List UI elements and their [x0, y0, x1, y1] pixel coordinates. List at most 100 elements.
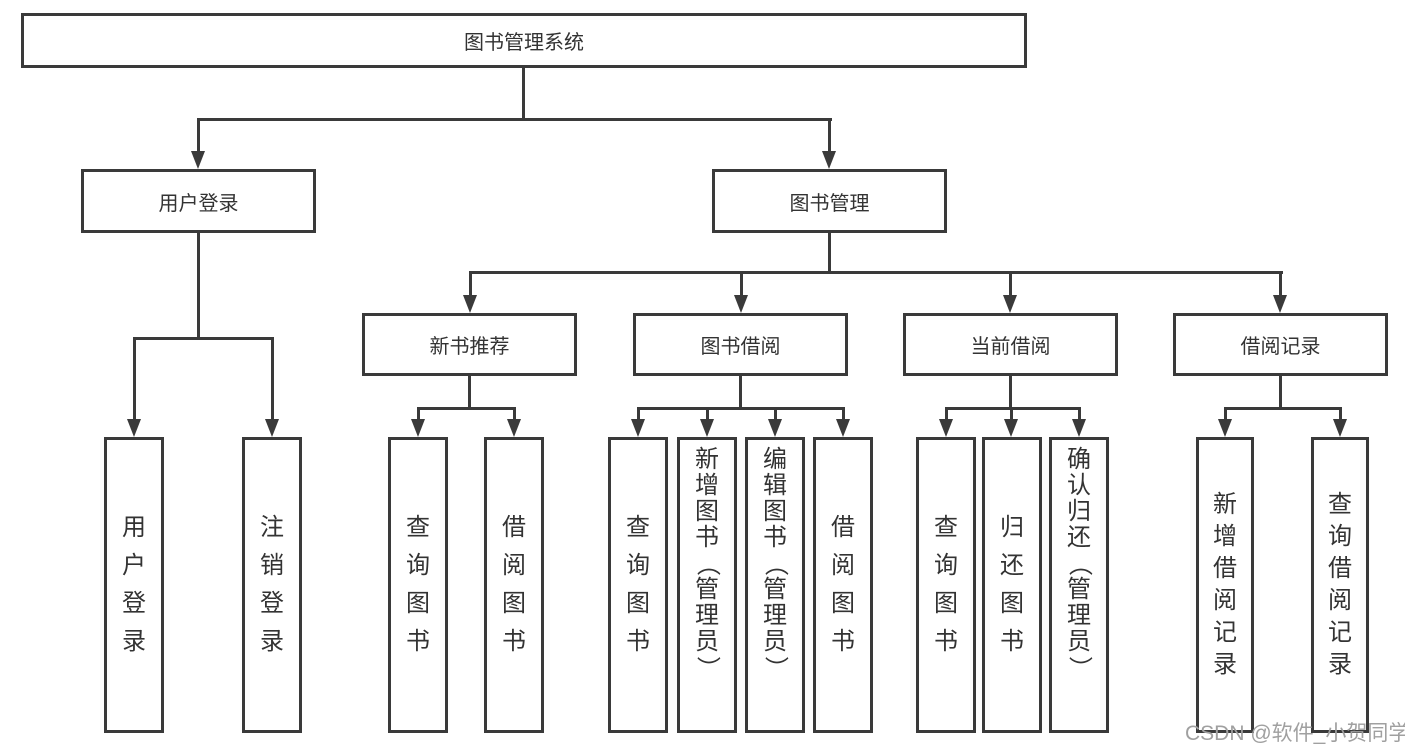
line-segment	[197, 233, 200, 337]
vertical-char: 还	[1067, 524, 1091, 551]
vertical-char: 还	[1000, 552, 1024, 579]
line-segment	[740, 271, 743, 299]
vertical-char: 图	[763, 498, 787, 525]
line-segment	[828, 118, 831, 153]
vertical-char: 户	[122, 552, 146, 579]
vertical-char: 图	[406, 590, 430, 617]
line-segment	[522, 68, 525, 118]
arrow-down-icon	[1333, 419, 1347, 437]
vertical-char: 阅	[1213, 587, 1237, 614]
arrow-down-icon	[734, 295, 748, 313]
vertical-char: 录	[260, 628, 284, 655]
arrow-down-icon	[700, 419, 714, 437]
arrow-down-icon	[822, 151, 836, 169]
vertical-char: 增	[1213, 523, 1237, 550]
vertical-char: 新	[1213, 491, 1237, 518]
leaf-borrow-book: 借阅图书	[813, 437, 873, 733]
node-root-label: 图书管理系统	[464, 32, 584, 54]
node-new-book-recommend: 新书推荐	[362, 313, 577, 376]
vertical-char: 增	[695, 472, 719, 499]
node-book-management-label: 图书管理	[789, 192, 870, 215]
vertical-char: ）	[762, 656, 789, 680]
vertical-char: 书	[406, 628, 430, 655]
vertical-char: 询	[406, 552, 430, 579]
node-user-login-label: 用户登录	[158, 192, 239, 215]
line-segment	[417, 407, 420, 423]
vertical-char: 登	[122, 590, 146, 617]
leaf-add-borrow-record: 新增借阅记录	[1196, 437, 1254, 733]
vertical-char: 员	[1067, 628, 1091, 655]
line-segment	[1078, 407, 1081, 423]
vertical-char: 书	[831, 628, 855, 655]
arrow-down-icon	[463, 295, 477, 313]
vertical-char: 归	[1067, 498, 1091, 525]
vertical-char: 注	[260, 514, 284, 541]
vertical-char: 阅	[502, 552, 526, 579]
arrow-down-icon	[411, 419, 425, 437]
vertical-char: 书	[502, 628, 526, 655]
line-segment	[133, 337, 274, 340]
leaf-add-book-admin: 新增图书（管理员）	[677, 437, 737, 733]
vertical-char: 销	[260, 552, 284, 579]
vertical-char: 登	[260, 590, 284, 617]
vertical-char: 书	[1000, 628, 1024, 655]
arrow-down-icon	[1072, 419, 1086, 437]
vertical-char: 图	[695, 498, 719, 525]
vertical-char: 图	[502, 590, 526, 617]
vertical-char: 图	[626, 590, 650, 617]
leaf-current-query-book: 查询图书	[916, 437, 976, 733]
line-segment	[271, 337, 274, 423]
line-segment	[637, 407, 845, 410]
line-segment	[1339, 407, 1342, 423]
vertical-char: 确	[1067, 446, 1091, 473]
vertical-char: 记	[1328, 619, 1352, 646]
vertical-char: 记	[1213, 619, 1237, 646]
leaf-query-borrow-record: 查询借阅记录	[1311, 437, 1369, 733]
vertical-char: 理	[695, 602, 719, 629]
vertical-char: 图	[1000, 590, 1024, 617]
node-user-login: 用户登录	[81, 169, 316, 233]
node-borrow-records: 借阅记录	[1173, 313, 1388, 376]
line-segment	[469, 271, 472, 299]
leaf-user-login: 用户登录	[104, 437, 164, 733]
vertical-char: 查	[406, 514, 430, 541]
vertical-char: 理	[1067, 602, 1091, 629]
line-segment	[706, 407, 709, 423]
node-book-borrow-label: 图书借阅	[700, 336, 781, 358]
vertical-char: 书	[934, 628, 958, 655]
line-segment	[774, 407, 777, 423]
vertical-char: （	[762, 552, 789, 576]
line-segment	[1010, 407, 1013, 423]
arrow-down-icon	[507, 419, 521, 437]
node-root: 图书管理系统	[21, 13, 1027, 68]
leaf-confirm-return-admin: 确认归还（管理员）	[1049, 437, 1109, 733]
leaf-recommend-query-book: 查询图书	[388, 437, 448, 733]
node-new-book-recommend-label: 新书推荐	[429, 336, 510, 358]
arrow-down-icon	[265, 419, 279, 437]
vertical-char: 图	[831, 590, 855, 617]
vertical-char: 录	[122, 628, 146, 655]
vertical-char: 图	[934, 590, 958, 617]
arrow-down-icon	[768, 419, 782, 437]
vertical-char: 编	[763, 446, 787, 473]
vertical-char: 书	[695, 524, 719, 551]
line-segment	[1279, 376, 1282, 409]
vertical-char: 管	[1067, 576, 1091, 603]
line-segment	[1224, 407, 1227, 423]
line-segment	[1224, 407, 1342, 410]
node-book-borrow: 图书借阅	[633, 313, 848, 376]
vertical-char: 书	[626, 628, 650, 655]
node-book-management: 图书管理	[712, 169, 947, 233]
line-segment	[945, 407, 1081, 410]
vertical-char: 阅	[831, 552, 855, 579]
line-segment	[469, 271, 1283, 274]
vertical-char: 辑	[763, 472, 787, 499]
vertical-char: 询	[1328, 523, 1352, 550]
vertical-char: 管	[695, 576, 719, 603]
leaf-edit-book-admin: 编辑图书（管理员）	[745, 437, 805, 733]
vertical-char: 借	[831, 514, 855, 541]
vertical-char: 查	[626, 514, 650, 541]
vertical-char: 认	[1067, 472, 1091, 499]
arrow-down-icon	[836, 419, 850, 437]
